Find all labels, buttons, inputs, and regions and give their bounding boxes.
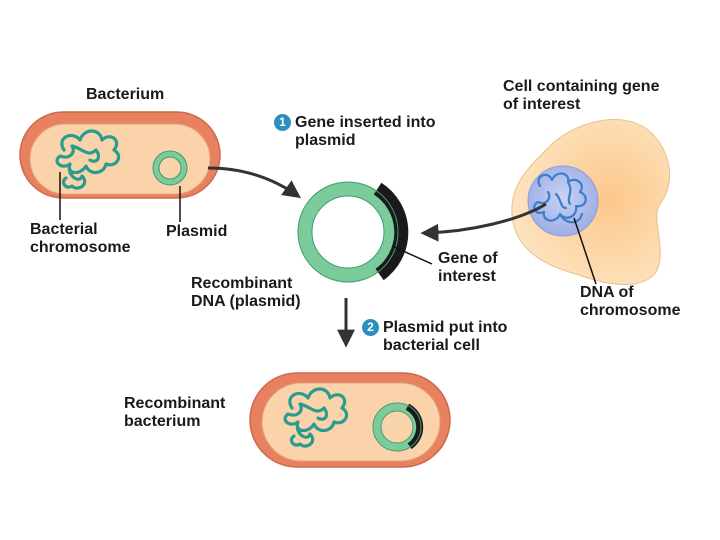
bacterium <box>19 111 221 199</box>
step-1-badge: 1 <box>274 114 291 131</box>
arrow-plasmid-to-recombinant <box>207 166 301 199</box>
gene-of-interest-label-line2: interest <box>438 268 496 285</box>
recombinant-bacterium <box>249 372 451 468</box>
step-2-text-line2: bacterial cell <box>383 337 480 354</box>
recombinant-bacterium-label: Recombinant bacterium <box>124 395 225 431</box>
step-1-text-line1: Gene inserted into <box>295 114 436 131</box>
gene-of-interest-label: Gene of interest <box>438 250 498 286</box>
plasmid-label: Plasmid <box>166 223 228 240</box>
recombinant-bacterium-cytoplasm <box>261 382 441 462</box>
recombinant-plasmid-outline-outer <box>297 181 399 283</box>
dna-of-chromosome-label-line2: chromosome <box>580 302 681 319</box>
recombinant-bacterial-chromosome <box>283 387 349 448</box>
recombinant-bacterium-label-line1: Recombinant <box>124 395 226 412</box>
recombinant-dna-label: Recombinant DNA (plasmid) <box>191 275 301 311</box>
step-2-text-line1: Plasmid put into <box>383 319 508 336</box>
recombinant-bacterium-label-line2: bacterium <box>124 413 201 430</box>
recombinant-plasmid <box>297 181 409 283</box>
gene-of-interest-label-line1: Gene of <box>438 250 498 267</box>
plasmid-outline-outer <box>152 150 188 186</box>
donor-cell-label: Cell containing gene of interest <box>503 78 659 114</box>
step-1-text-line2: plasmid <box>295 132 356 149</box>
recombinant-bacterium-plasmid-outline-outer <box>372 402 422 452</box>
chromosome-dna <box>533 172 587 224</box>
bacterium-label: Bacterium <box>86 86 165 103</box>
gene-insert <box>373 182 409 281</box>
dna-of-chromosome-label: DNA of chromosome <box>580 284 680 320</box>
bacterial-chromosome-label-line1: Bacterial <box>30 221 98 238</box>
donor-cell <box>511 119 671 286</box>
donor-cell-label-line2: of interest <box>503 96 581 113</box>
bacterial-chromosome-label-line2: chromosome <box>30 239 131 256</box>
recombinant-plasmid-outline-inner <box>311 195 385 269</box>
bacterial-chromosome-label: Bacterial chromosome <box>30 221 130 257</box>
plasmid-outline-inner <box>158 156 182 180</box>
recombinant-dna-label-line2: DNA (plasmid) <box>191 293 301 310</box>
nucleus <box>527 165 599 237</box>
recombinant-bacterium-plasmid-outline-inner <box>380 410 414 444</box>
arrow-gene-to-plasmid <box>420 202 547 242</box>
recombinant-bacterium-gene-insert <box>405 403 424 450</box>
gene-of-interest-pointer <box>391 245 433 265</box>
dna-of-chromosome-label-line1: DNA of <box>580 284 634 301</box>
dna-of-chromosome-pointer <box>573 217 597 285</box>
recombinant-plasmid-ring <box>298 182 398 282</box>
donor-cell-label-line1: Cell containing gene <box>503 78 660 95</box>
step-2-badge: 2 <box>362 319 379 336</box>
bacterial-chromosome <box>55 129 121 190</box>
plasmid <box>153 151 187 185</box>
recombinant-dna-label-line1: Recombinant <box>191 275 293 292</box>
